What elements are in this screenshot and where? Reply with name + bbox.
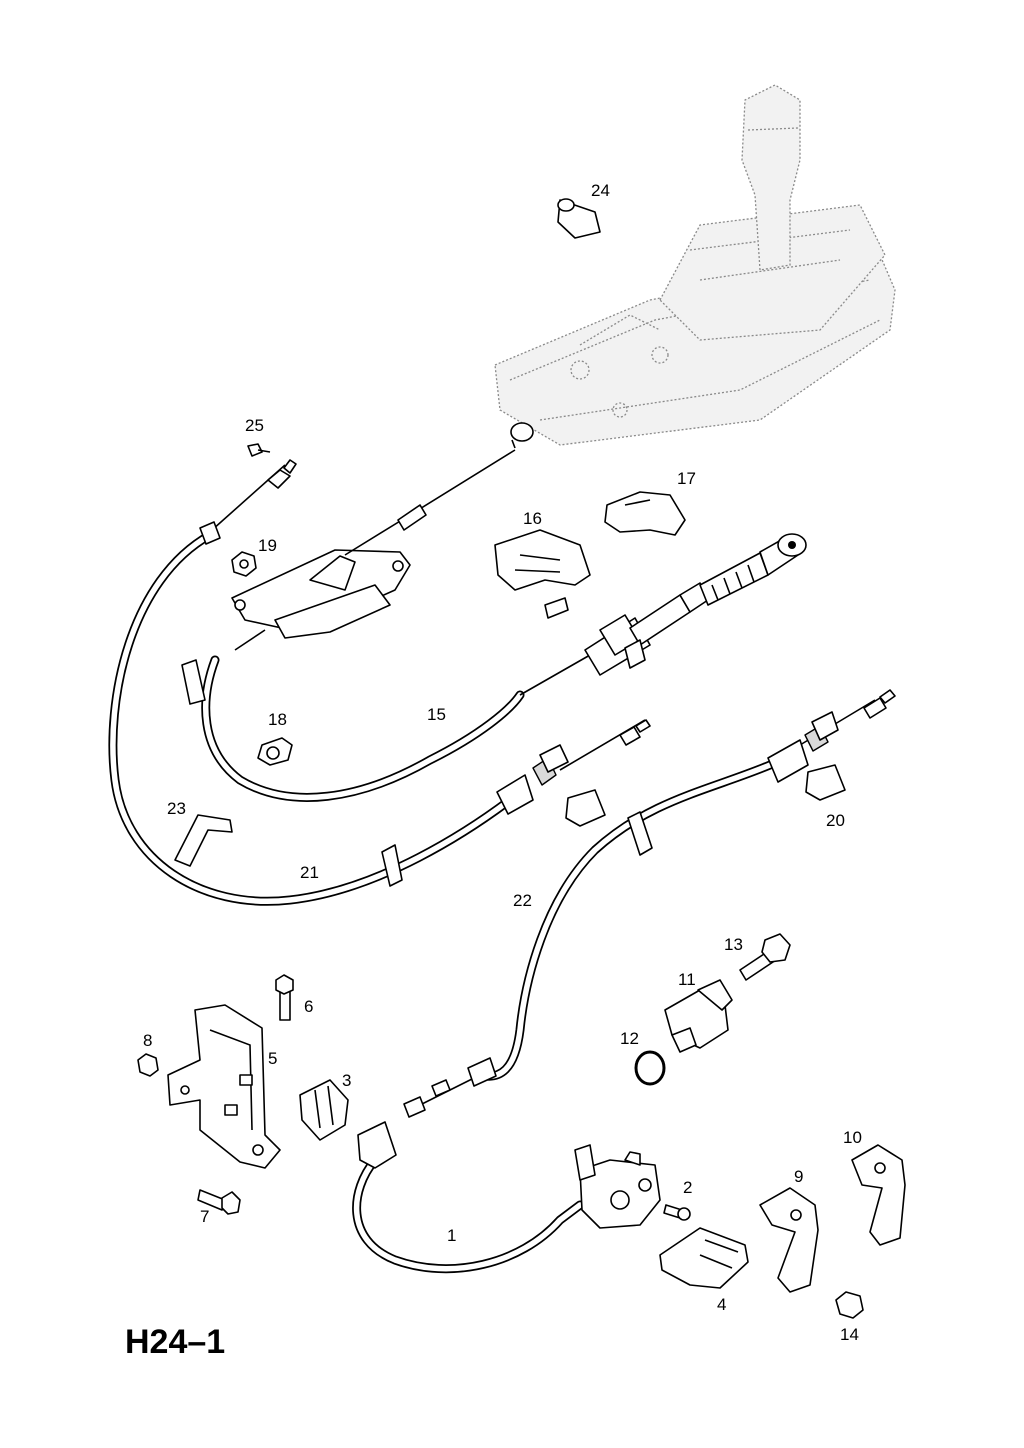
- cable-21: [108, 459, 651, 906]
- callout-6: 6: [304, 997, 313, 1016]
- callout-10: 10: [843, 1128, 862, 1147]
- part-8-nut: [137, 1053, 159, 1077]
- part-17-bracket: [604, 491, 686, 536]
- callout-18: 18: [268, 710, 287, 729]
- callout-22: 22: [513, 891, 532, 910]
- part-12-o-ring: [634, 1050, 666, 1086]
- callout-11: 11: [678, 970, 696, 989]
- cable-22: [403, 689, 896, 1118]
- callout-4: 4: [717, 1295, 726, 1314]
- cable-15: [181, 533, 807, 802]
- callout-14: 14: [840, 1325, 859, 1344]
- part-4-cover: [659, 1227, 749, 1289]
- callout-16: 16: [523, 509, 542, 528]
- callout-8: 8: [143, 1031, 152, 1050]
- part-2-screw: [663, 1204, 691, 1221]
- part-20-clip-a: [565, 789, 606, 827]
- callout-25: 25: [245, 416, 264, 435]
- part-14-nut: [835, 1291, 864, 1319]
- callout-1: 1: [447, 1226, 456, 1245]
- callout-5: 5: [268, 1049, 277, 1068]
- part-11-switch: [664, 979, 733, 1053]
- callout-17: 17: [677, 469, 696, 488]
- callout-13: 13: [724, 935, 743, 954]
- part-19-nut: [231, 551, 257, 577]
- part-3-connector: [299, 1079, 349, 1141]
- callout-15: 15: [427, 705, 446, 724]
- callouts: 24 25 17 16 19 18 15 23 20 21 22 13 11 6…: [143, 181, 862, 1344]
- callout-7: 7: [200, 1207, 209, 1226]
- part-25-screw: [247, 443, 271, 457]
- callout-24: 24: [591, 181, 610, 200]
- cable-1-assembly: [352, 1121, 661, 1274]
- diagram-code: H24–1: [125, 1323, 225, 1361]
- callout-21: 21: [300, 863, 319, 882]
- part-24-bushing: [557, 198, 601, 239]
- part-7-bolt: [197, 1189, 241, 1215]
- callout-23: 23: [167, 799, 186, 818]
- shift-cable-housing-plate: [231, 422, 534, 651]
- part-13-bolt: [739, 933, 791, 981]
- part-18-clip: [257, 737, 293, 766]
- part-16-bracket: [494, 529, 591, 619]
- callout-19: 19: [258, 536, 277, 555]
- part-9-lever: [759, 1187, 819, 1293]
- callout-12: 12: [620, 1029, 639, 1048]
- part-23-pin: [174, 814, 233, 867]
- part-6-bolt: [275, 974, 294, 1021]
- callout-2: 2: [683, 1178, 692, 1197]
- gear-shift-console-ghost: [494, 84, 896, 446]
- part-10-lever: [851, 1144, 906, 1246]
- part-5-bracket: [167, 1004, 281, 1169]
- callout-9: 9: [794, 1167, 803, 1186]
- callout-20: 20: [826, 811, 845, 830]
- callout-3: 3: [342, 1071, 351, 1090]
- part-20-clip-b: [805, 764, 846, 801]
